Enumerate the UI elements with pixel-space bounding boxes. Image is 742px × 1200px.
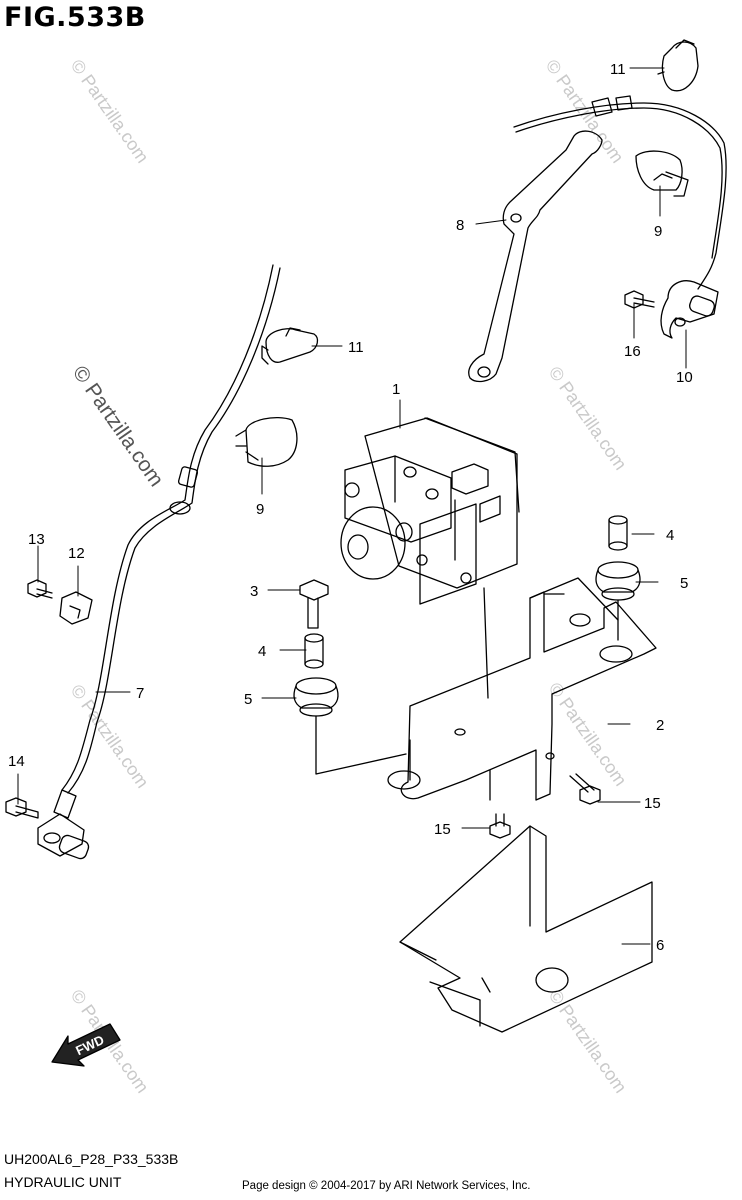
hydraulic-unit (340, 417, 520, 605)
figure-title: FIG.533B (4, 2, 146, 33)
callout-7: 7 (136, 685, 144, 702)
clamp-9-right (635, 150, 689, 197)
callout-15: 15 (434, 821, 451, 838)
bolt-16 (624, 290, 655, 309)
callout-3: 3 (250, 583, 258, 600)
fwd-arrow: FWD (51, 1023, 121, 1067)
callout-10: 10 (676, 369, 693, 386)
callout-5: 5 (680, 575, 688, 592)
callout-14: 14 (8, 753, 25, 770)
watermark-text: © Partzilla.com (545, 986, 631, 1097)
callout-2: 2 (656, 717, 664, 734)
callout-4: 4 (258, 643, 266, 660)
callout-5: 5 (244, 691, 252, 708)
watermark-text: © Partzilla.com (545, 363, 631, 474)
collar-4-right (608, 515, 628, 551)
bolt-13 (27, 579, 53, 599)
bolt-14 (5, 797, 39, 819)
watermarks: © Partzilla.com © Partzilla.com © Partzi… (67, 56, 631, 1097)
bracket-8 (468, 130, 603, 383)
cover-6 (399, 825, 653, 1033)
bracket-2 (387, 577, 657, 801)
watermark-text: © Partzilla.com (67, 56, 153, 167)
figure-code: UH200AL6_P28_P33_533B (4, 1151, 179, 1167)
copyright-notice: Page design © 2004-2017 by ARI Network S… (242, 1180, 531, 1192)
figure-name: HYDRAULIC UNIT (4, 1174, 122, 1190)
callout-4: 4 (666, 527, 674, 544)
rear-sensor-lead (513, 95, 727, 339)
collar-4-left (304, 633, 324, 669)
callout-9: 9 (256, 501, 264, 518)
callout-13: 13 (28, 531, 45, 548)
front-sensor-lead (37, 264, 281, 860)
clamp-9-left (235, 416, 298, 467)
bolt-15-right (569, 773, 601, 805)
callout-16: 16 (624, 343, 641, 360)
callout-8: 8 (456, 217, 464, 234)
callout-1: 1 (392, 381, 400, 398)
callout-15: 15 (644, 795, 661, 812)
clamp-11-left (261, 327, 319, 365)
clamp-11-right (657, 39, 699, 92)
callout-9: 9 (654, 223, 662, 240)
watermark-text: © Partzilla.com (545, 679, 631, 790)
callout-11: 11 (610, 61, 626, 78)
bolt-15-lower (489, 813, 511, 839)
callouts: 1 2 3 4 4 5 5 6 7 8 9 9 10 11 11 12 13 1… (8, 61, 693, 954)
clip-12 (59, 591, 93, 625)
bolt-3 (299, 579, 329, 629)
callout-6: 6 (656, 937, 664, 954)
callout-12: 12 (68, 545, 85, 562)
grommet-5-right (595, 561, 641, 601)
leader-lines (17, 67, 687, 945)
callout-11: 11 (348, 339, 364, 356)
grommet-5-left (293, 677, 339, 717)
watermark-text: © Partzilla.com (68, 362, 168, 491)
